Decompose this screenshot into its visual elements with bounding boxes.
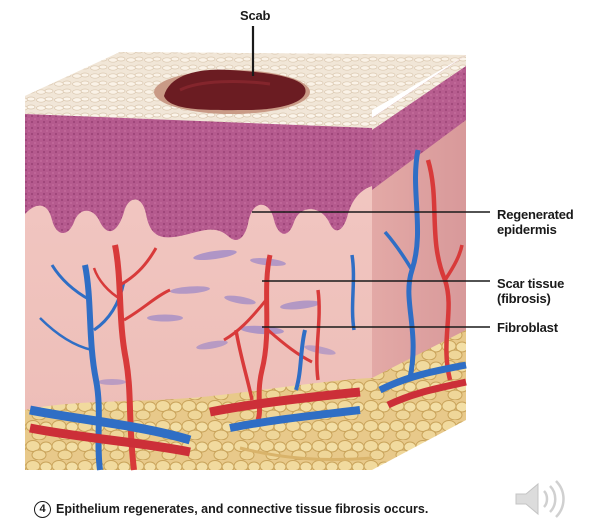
speaker-icon[interactable] bbox=[510, 476, 570, 522]
label-regenerated-epidermis: Regenerated epidermis bbox=[497, 207, 574, 237]
step-number-badge: 4 bbox=[34, 501, 51, 518]
caption-text: Epithelium regenerates, and connective t… bbox=[56, 502, 428, 516]
front-face bbox=[25, 96, 372, 470]
label-fibroblast: Fibroblast bbox=[497, 320, 558, 335]
label-scar-tissue: Scar tissue (fibrosis) bbox=[497, 276, 564, 306]
label-scab: Scab bbox=[240, 8, 270, 23]
figure-caption: 4 Epithelium regenerates, and connective … bbox=[34, 501, 428, 518]
side-face bbox=[372, 55, 466, 470]
